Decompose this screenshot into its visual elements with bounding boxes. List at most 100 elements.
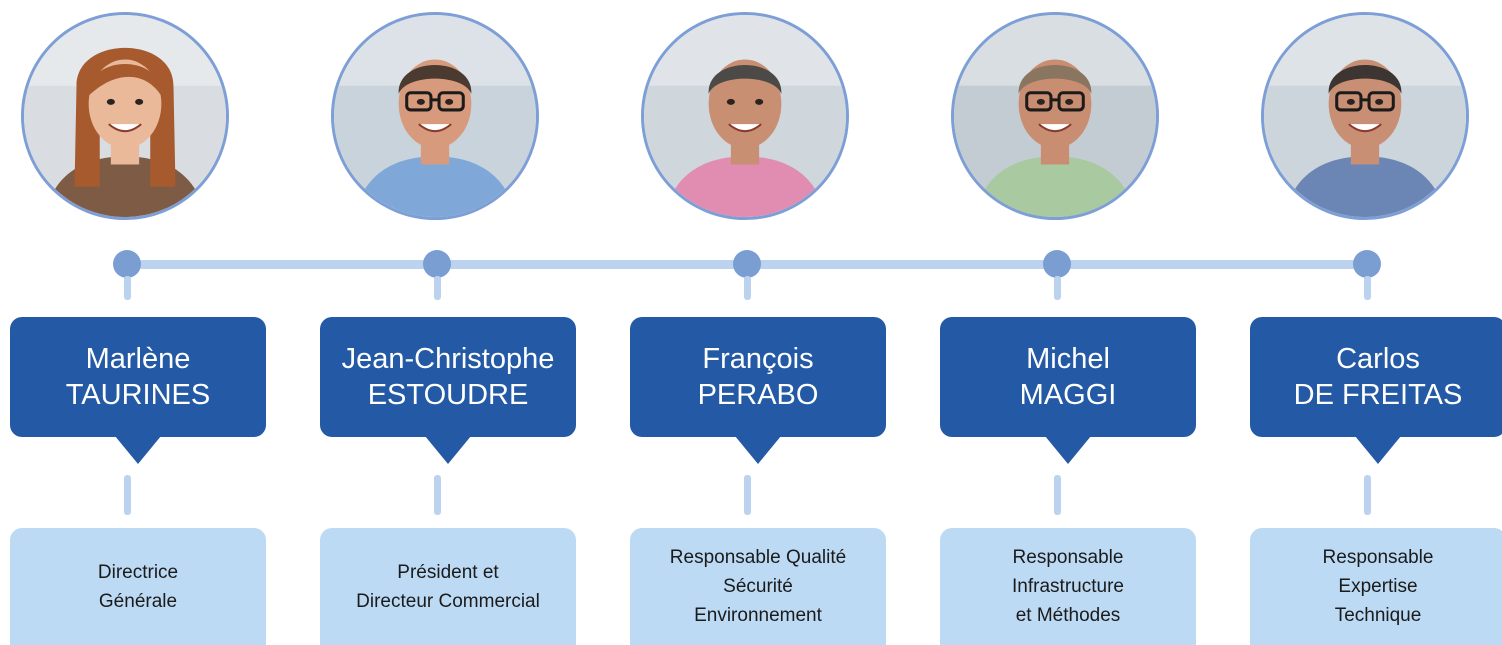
member-first-name: Carlos	[1336, 343, 1420, 375]
eye-left	[106, 98, 115, 105]
timeline-node	[733, 250, 761, 278]
eye-right	[1065, 98, 1074, 105]
name-card: Carlos DE FREITAS	[1250, 317, 1502, 464]
role-line: Expertise	[1338, 576, 1418, 597]
shirt-shape	[354, 156, 516, 217]
member-photo	[21, 12, 229, 220]
member-first-name: François	[702, 343, 814, 375]
portrait-illustration	[954, 15, 1156, 217]
connector-top	[1054, 276, 1061, 300]
role-card: Responsable Qualité Sécurité Environneme…	[630, 528, 886, 645]
role-card: Responsable Infrastructure et Méthodes	[940, 528, 1196, 645]
hair-shape	[1018, 64, 1092, 94]
team-member: Jean-Christophe ESTOUDRE Président et Di…	[310, 0, 576, 645]
team-member: François PERABO Responsable Qualité Sécu…	[620, 0, 886, 645]
portrait-illustration	[24, 15, 226, 217]
smile-shape	[728, 123, 762, 133]
member-first-name: Michel	[1026, 343, 1110, 375]
eye-left	[1346, 98, 1355, 105]
connector-top	[124, 276, 131, 300]
role-line: Environnement	[694, 605, 822, 626]
role-line: Responsable	[1012, 547, 1124, 568]
team-member: Carlos DE FREITAS Responsable Expertise …	[1240, 0, 1502, 645]
timeline-node	[1043, 250, 1071, 278]
member-last-name: ESTOUDRE	[367, 379, 529, 411]
eye-right	[1375, 98, 1384, 105]
member-first-name: Marlène	[85, 343, 191, 375]
timeline-node	[1353, 250, 1381, 278]
name-card: François PERABO	[630, 317, 886, 464]
name-card: Marlène TAURINES	[10, 317, 266, 464]
role-line: Directrice	[97, 561, 179, 583]
smile-shape	[418, 123, 452, 133]
member-last-name: PERABO	[697, 379, 819, 411]
name-card: Michel MAGGI	[940, 317, 1196, 464]
role-line: Responsable Qualité	[669, 547, 847, 568]
connector-bottom	[124, 475, 131, 515]
glasses-right-lens	[437, 91, 465, 112]
timeline-node	[423, 250, 451, 278]
eye-right	[135, 98, 144, 105]
connector-bottom	[434, 475, 441, 515]
role-line: Responsable	[1322, 547, 1434, 568]
portrait-illustration	[1264, 15, 1466, 217]
name-card: Jean-Christophe ESTOUDRE	[320, 317, 576, 464]
connector-bottom	[1364, 475, 1371, 515]
hair-shape	[708, 64, 782, 94]
member-last-name: MAGGI	[1019, 379, 1117, 411]
eye-left	[726, 98, 735, 105]
glasses-right-lens	[1367, 91, 1395, 112]
member-first-name: Jean-Christophe	[341, 343, 555, 375]
member-photo	[951, 12, 1159, 220]
role-card: Président et Directeur Commercial	[320, 528, 576, 645]
smile-shape	[1348, 123, 1382, 133]
team-member: Michel MAGGI Responsable Infrastructure …	[930, 0, 1196, 645]
name-card-pointer	[1355, 436, 1401, 464]
portrait-illustration	[644, 15, 846, 217]
role-line: Technique	[1334, 605, 1422, 626]
role-line: Générale	[98, 590, 178, 612]
role-line: Sécurité	[723, 576, 793, 597]
face-shape	[398, 59, 472, 149]
role-line: Infrastructure	[1012, 576, 1124, 597]
eye-right	[445, 98, 454, 105]
name-card-pointer	[1045, 436, 1091, 464]
role-card: Directrice Générale	[10, 528, 266, 645]
shirt-shape	[1284, 156, 1446, 217]
member-photo	[641, 12, 849, 220]
smile-shape	[1038, 123, 1072, 133]
hair-shape	[398, 64, 472, 94]
role-line: et Méthodes	[1015, 605, 1121, 626]
glasses-left-lens	[1335, 91, 1363, 112]
connector-top	[1364, 276, 1371, 300]
smile-shape	[108, 123, 142, 133]
timeline-node	[113, 250, 141, 278]
face-shape	[1328, 59, 1402, 149]
role-line: Président et	[397, 561, 499, 583]
connector-bottom	[1054, 475, 1061, 515]
face-shape	[708, 59, 782, 149]
connector-top	[744, 276, 751, 300]
glasses-right-lens	[1057, 91, 1085, 112]
glasses-left-lens	[405, 91, 433, 112]
member-last-name: DE FREITAS	[1293, 379, 1463, 411]
eye-right	[755, 98, 764, 105]
hair-fringe-shape	[88, 63, 162, 96]
member-photo	[1261, 12, 1469, 220]
eye-left	[1036, 98, 1045, 105]
shirt-shape	[664, 156, 826, 217]
connector-bottom	[744, 475, 751, 515]
name-card-pointer	[115, 436, 161, 464]
name-card-pointer	[735, 436, 781, 464]
glasses-left-lens	[1025, 91, 1053, 112]
eye-left	[416, 98, 425, 105]
role-card: Responsable Expertise Technique	[1250, 528, 1502, 645]
name-card-pointer	[425, 436, 471, 464]
portrait-illustration	[334, 15, 536, 217]
connector-top	[434, 276, 441, 300]
member-photo	[331, 12, 539, 220]
team-member: Marlène TAURINES Directrice Générale	[0, 0, 266, 645]
role-line: Directeur Commercial	[356, 590, 540, 612]
member-last-name: TAURINES	[65, 379, 211, 411]
